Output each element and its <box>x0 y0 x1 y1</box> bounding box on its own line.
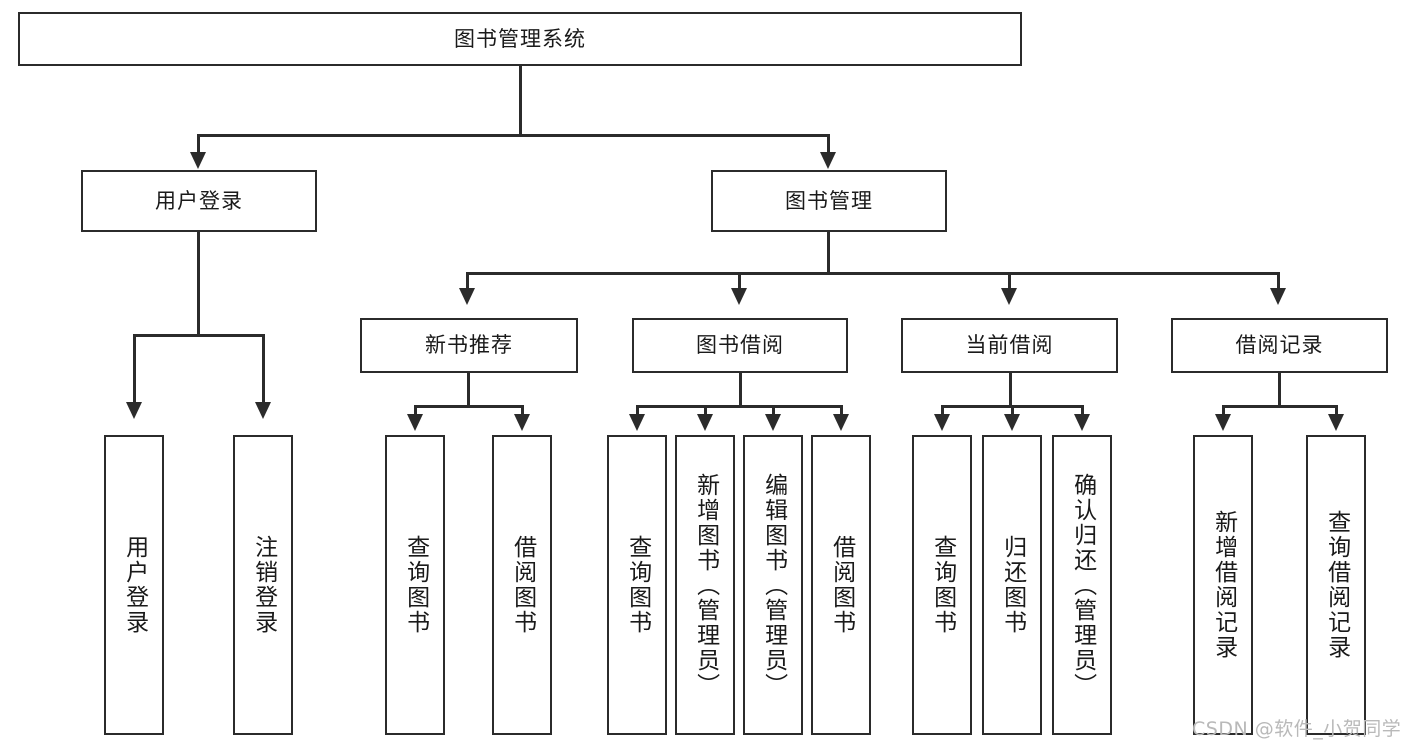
connector-bm-branch-2 <box>738 272 741 292</box>
connector-book-management-bus <box>466 272 1280 275</box>
connector-root-to-user-login <box>197 134 200 156</box>
connector-user-login-branch-2 <box>262 334 265 406</box>
leaf-book-borrow-borrow-book[interactable]: 借阅图书 <box>811 435 871 735</box>
connector-br-stem <box>1278 373 1281 407</box>
arrowhead-bb-leaf-4 <box>833 414 849 431</box>
leaf-label: 查询图书 <box>402 535 429 635</box>
connector-bm-branch-3 <box>1008 272 1011 292</box>
connector-nbr-branch-2 <box>521 405 524 417</box>
connector-br-bus <box>1222 405 1337 408</box>
connector-user-login-stem <box>197 232 200 336</box>
leaf-label: 查询借阅记录 <box>1323 510 1350 660</box>
leaf-label: 新增图书（管理员） <box>692 472 719 698</box>
connector-bb-branch-3 <box>772 405 775 417</box>
connector-nbr-bus <box>414 405 524 408</box>
node-book-borrow[interactable]: 图书借阅 <box>632 318 848 373</box>
leaf-current-borrow-confirm-return-admin[interactable]: 确认归还（管理员） <box>1052 435 1112 735</box>
arrowhead-cb-leaf-3 <box>1074 414 1090 431</box>
node-user-login[interactable]: 用户登录 <box>81 170 317 232</box>
connector-bb-bus <box>636 405 843 408</box>
connector-bm-branch-4 <box>1277 272 1280 292</box>
arrowhead-to-book-management <box>820 152 836 169</box>
arrowhead-to-user-login <box>190 152 206 169</box>
arrowhead-bb-leaf-2 <box>697 414 713 431</box>
arrowhead-user-login-leaf-1 <box>126 402 142 419</box>
leaf-label: 注销登录 <box>250 535 277 635</box>
leaf-label: 查询图书 <box>929 535 956 635</box>
leaf-new-book-borrow-book[interactable]: 借阅图书 <box>492 435 552 735</box>
connector-cb-branch-2 <box>1011 405 1014 417</box>
arrowhead-to-book-borrow <box>731 288 747 305</box>
leaf-label: 编辑图书（管理员） <box>760 472 787 698</box>
arrowhead-nbr-leaf-2 <box>514 414 530 431</box>
connector-nbr-branch-1 <box>414 405 417 417</box>
arrowhead-nbr-leaf-1 <box>407 414 423 431</box>
leaf-book-borrow-edit-book-admin[interactable]: 编辑图书（管理员） <box>743 435 803 735</box>
leaf-label: 确认归还（管理员） <box>1069 472 1096 698</box>
connector-cb-branch-1 <box>941 405 944 417</box>
connector-user-login-bus <box>133 334 265 337</box>
leaf-new-book-query-book[interactable]: 查询图书 <box>385 435 445 735</box>
leaf-current-borrow-return-book[interactable]: 归还图书 <box>982 435 1042 735</box>
arrowhead-br-leaf-1 <box>1215 414 1231 431</box>
connector-bm-branch-1 <box>466 272 469 292</box>
node-label: 图书管理 <box>785 188 873 213</box>
arrowhead-to-current-borrow <box>1001 288 1017 305</box>
connector-bb-stem <box>739 373 742 407</box>
connector-bb-branch-2 <box>704 405 707 417</box>
connector-bb-branch-4 <box>840 405 843 417</box>
leaf-label: 归还图书 <box>999 535 1026 635</box>
connector-cb-stem <box>1009 373 1012 407</box>
arrowhead-to-borrow-record <box>1270 288 1286 305</box>
leaf-label: 查询图书 <box>624 535 651 635</box>
arrowhead-bb-leaf-1 <box>629 414 645 431</box>
leaf-label: 用户登录 <box>121 535 148 635</box>
csdn-watermark: CSDN @软件_小贺同学 <box>1192 718 1402 740</box>
node-root-book-management-system[interactable]: 图书管理系统 <box>18 12 1022 66</box>
connector-root-to-book-management <box>827 134 830 156</box>
leaf-label: 借阅图书 <box>828 535 855 635</box>
node-book-management[interactable]: 图书管理 <box>711 170 947 232</box>
connector-root-bus <box>197 134 829 137</box>
connector-br-branch-2 <box>1335 405 1338 417</box>
connector-user-login-branch-1 <box>133 334 136 406</box>
arrowhead-br-leaf-2 <box>1328 414 1344 431</box>
leaf-current-borrow-query-book[interactable]: 查询图书 <box>912 435 972 735</box>
node-current-borrow[interactable]: 当前借阅 <box>901 318 1118 373</box>
node-borrow-record[interactable]: 借阅记录 <box>1171 318 1388 373</box>
leaf-user-login-logout[interactable]: 注销登录 <box>233 435 293 735</box>
node-label: 图书管理系统 <box>454 26 586 51</box>
leaf-label: 新增借阅记录 <box>1210 510 1237 660</box>
leaf-book-borrow-query-book[interactable]: 查询图书 <box>607 435 667 735</box>
connector-nbr-stem <box>467 373 470 407</box>
connector-cb-branch-3 <box>1081 405 1084 417</box>
connector-book-management-stem <box>827 232 830 274</box>
node-label: 图书借阅 <box>696 333 784 358</box>
arrowhead-to-new-book-recommend <box>459 288 475 305</box>
node-new-book-recommend[interactable]: 新书推荐 <box>360 318 578 373</box>
leaf-book-borrow-add-book-admin[interactable]: 新增图书（管理员） <box>675 435 735 735</box>
leaf-user-login-login[interactable]: 用户登录 <box>104 435 164 735</box>
leaf-label: 借阅图书 <box>509 535 536 635</box>
node-label: 新书推荐 <box>425 333 513 358</box>
node-label: 借阅记录 <box>1235 333 1324 358</box>
connector-root-stem <box>519 66 522 136</box>
connector-br-branch-1 <box>1222 405 1225 417</box>
arrowhead-user-login-leaf-2 <box>255 402 271 419</box>
node-label: 当前借阅 <box>965 333 1054 358</box>
arrowhead-cb-leaf-2 <box>1004 414 1020 431</box>
leaf-borrow-record-add-record[interactable]: 新增借阅记录 <box>1193 435 1253 735</box>
arrowhead-cb-leaf-1 <box>934 414 950 431</box>
leaf-borrow-record-query-record[interactable]: 查询借阅记录 <box>1306 435 1366 735</box>
arrowhead-bb-leaf-3 <box>765 414 781 431</box>
node-label: 用户登录 <box>155 188 243 213</box>
connector-bb-branch-1 <box>636 405 639 417</box>
